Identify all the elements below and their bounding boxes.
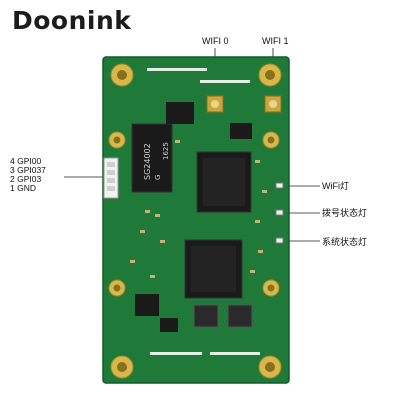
wifi-led-label: WiFi灯 [322, 181, 349, 191]
small-ic [166, 102, 194, 124]
pin-labels: 4 GPI00 3 GPI037 2 GPI03 1 GND [10, 157, 46, 193]
slot-mark [200, 80, 250, 83]
inductor [227, 304, 253, 328]
pin-label: 3 GPI037 [10, 165, 46, 175]
antenna-connectors [206, 95, 282, 113]
small-ic [135, 294, 159, 316]
pin-header-connector [103, 157, 119, 199]
small-ic [160, 318, 178, 332]
lan-chip-code-text: 1625 [162, 142, 170, 160]
pin-label: 2 GPI03 [10, 174, 42, 184]
dial-led [275, 209, 284, 216]
inductor [193, 304, 219, 328]
slot-mark [147, 68, 207, 71]
lan-transformer-chip: SG24002 G 1625 [131, 123, 173, 193]
dial-led-label: 拨号状态灯 [322, 208, 368, 218]
smd-components [130, 140, 267, 278]
mounting-pads [108, 63, 282, 379]
pcb-body [103, 57, 289, 383]
slot-mark [210, 352, 260, 355]
pin-label: 4 GPI00 [10, 156, 42, 166]
brand-logo: Doonink [12, 6, 132, 35]
pin-label: 1 GND [10, 183, 36, 193]
slot-mark [150, 352, 202, 355]
system-led-label: 系统状态灯 [322, 237, 368, 247]
wifi0-label: WIFI 0 [202, 36, 229, 46]
wifi1-label: WIFI 1 [262, 36, 289, 46]
lan-chip-sub-text: G [154, 175, 162, 180]
system-led [275, 237, 284, 244]
lan-chip-text: SG24002 [143, 143, 152, 180]
wifi-led [275, 182, 284, 189]
small-ic [230, 123, 252, 139]
